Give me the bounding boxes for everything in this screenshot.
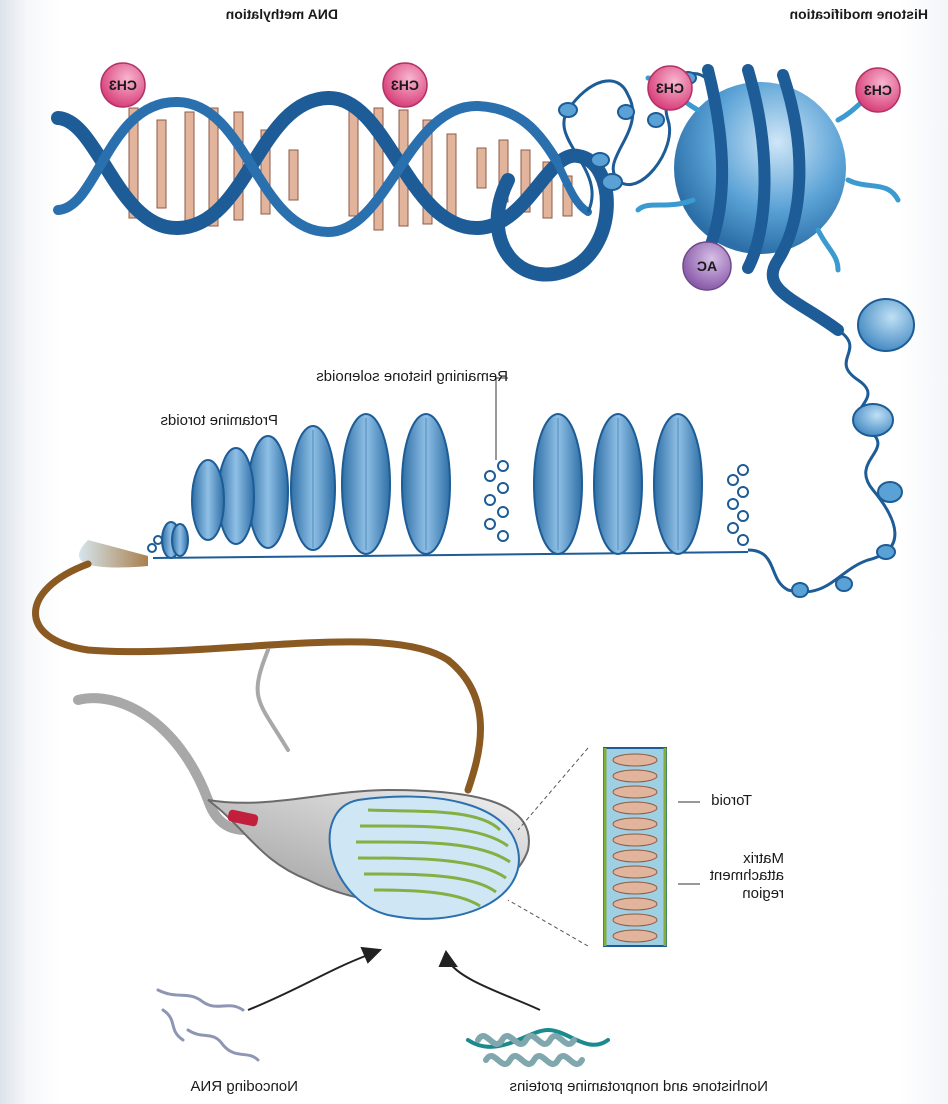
methyl-badge-4: CH3 [856,79,900,101]
noncoding-rna-label: Noncoding RNA [190,1078,298,1095]
methyl-badge-1: CH3 [101,74,145,96]
acetyl-badge: AC [687,255,727,277]
nucleosome-beads-right [792,299,914,597]
matrix-attachment-region-label: Matrix attachment region [704,850,784,902]
toroid-row [79,378,748,568]
toroid-label: Toroid [711,792,752,809]
dna-methylation-label: DNA methylation [226,6,338,22]
toroid-inset [508,748,700,946]
dna-double-helix [58,98,607,275]
nonhistone-protein [468,1030,608,1064]
protamine-toroids-label: Protamine toroids [160,412,278,429]
methyl-badge-2: CH3 [383,74,427,96]
sperm-cell [36,564,529,919]
noncoding-rna [158,990,258,1060]
arrows [248,948,540,1010]
chromatin-strand-right [748,330,895,592]
nonhistone-proteins-label: Nonhistone and nonprotamine proteins [509,1078,768,1095]
histone-modification-label: Histone modification [790,6,928,22]
remaining-histone-solenoids-label: Remaining histone solenoids [316,368,508,385]
methyl-badge-3: CH3 [648,77,692,99]
